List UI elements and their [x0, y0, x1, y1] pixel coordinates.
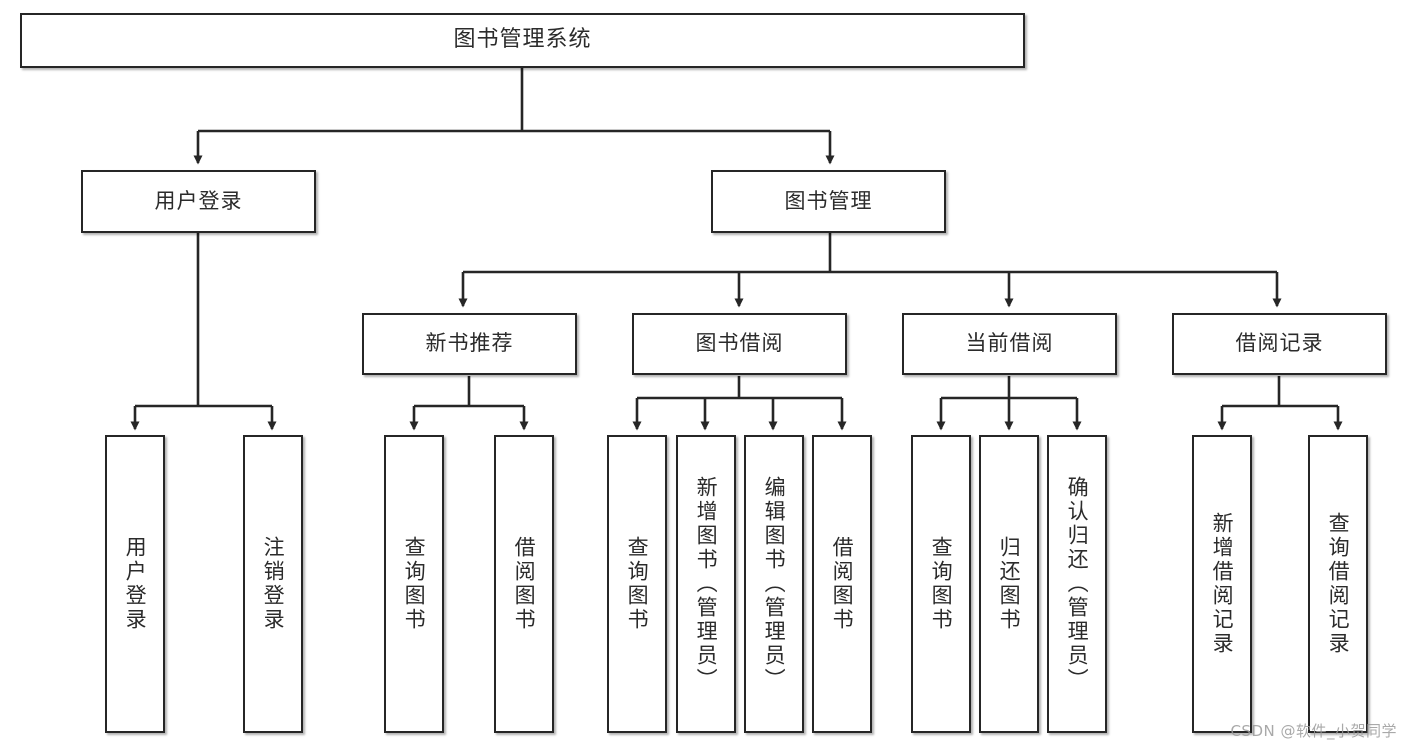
node-leaf-query-record-label: 查询借阅记录 [1326, 512, 1351, 656]
node-leaf-confirm-return-label: 确认归还（管理员） [1065, 476, 1090, 692]
node-leaf-return-book-label: 归还图书 [997, 536, 1022, 632]
node-leaf-borrow-book-1-label: 借阅图书 [512, 536, 537, 632]
node-user-login[interactable]: 用户登录 [81, 170, 316, 233]
node-leaf-query-book-3-label: 查询图书 [929, 536, 954, 632]
node-leaf-confirm-return[interactable]: 确认归还（管理员） [1047, 435, 1107, 733]
node-leaf-borrow-book-1[interactable]: 借阅图书 [494, 435, 554, 733]
node-root[interactable]: 图书管理系统 [20, 13, 1025, 68]
csdn-watermark: CSDN @软件_小贺同学 [1230, 722, 1397, 740]
node-user-login-label: 用户登录 [154, 188, 243, 213]
node-leaf-query-book-1-label: 查询图书 [402, 536, 427, 632]
node-book-manage-label: 图书管理 [784, 188, 873, 213]
node-leaf-query-record[interactable]: 查询借阅记录 [1308, 435, 1368, 733]
node-leaf-borrow-book-2-label: 借阅图书 [830, 536, 855, 632]
node-current-borrow[interactable]: 当前借阅 [902, 313, 1117, 375]
node-book-borrow-label: 图书借阅 [695, 331, 784, 356]
node-leaf-edit-book[interactable]: 编辑图书（管理员） [744, 435, 804, 733]
node-leaf-user-login[interactable]: 用户登录 [105, 435, 165, 733]
node-leaf-return-book[interactable]: 归还图书 [979, 435, 1039, 733]
node-new-book-recommend[interactable]: 新书推荐 [362, 313, 577, 375]
node-leaf-query-book-3[interactable]: 查询图书 [911, 435, 971, 733]
node-leaf-edit-book-label: 编辑图书（管理员） [762, 476, 787, 692]
node-leaf-logout-label: 注销登录 [261, 536, 286, 632]
node-leaf-add-book-label: 新增图书（管理员） [694, 476, 719, 692]
node-leaf-user-login-label: 用户登录 [123, 536, 148, 632]
node-leaf-add-record[interactable]: 新增借阅记录 [1192, 435, 1252, 733]
node-leaf-logout[interactable]: 注销登录 [243, 435, 303, 733]
node-leaf-query-book-1[interactable]: 查询图书 [384, 435, 444, 733]
node-leaf-borrow-book-2[interactable]: 借阅图书 [812, 435, 872, 733]
node-book-borrow[interactable]: 图书借阅 [632, 313, 847, 375]
node-book-manage[interactable]: 图书管理 [711, 170, 946, 233]
node-current-borrow-label: 当前借阅 [965, 331, 1054, 356]
node-leaf-add-book[interactable]: 新增图书（管理员） [676, 435, 736, 733]
node-leaf-add-record-label: 新增借阅记录 [1210, 512, 1235, 656]
node-new-book-recommend-label: 新书推荐 [425, 331, 514, 356]
node-leaf-query-book-2-label: 查询图书 [625, 536, 650, 632]
node-root-label: 图书管理系统 [453, 27, 592, 53]
node-leaf-query-book-2[interactable]: 查询图书 [607, 435, 667, 733]
node-borrow-record-label: 借阅记录 [1235, 331, 1324, 356]
node-borrow-record[interactable]: 借阅记录 [1172, 313, 1387, 375]
